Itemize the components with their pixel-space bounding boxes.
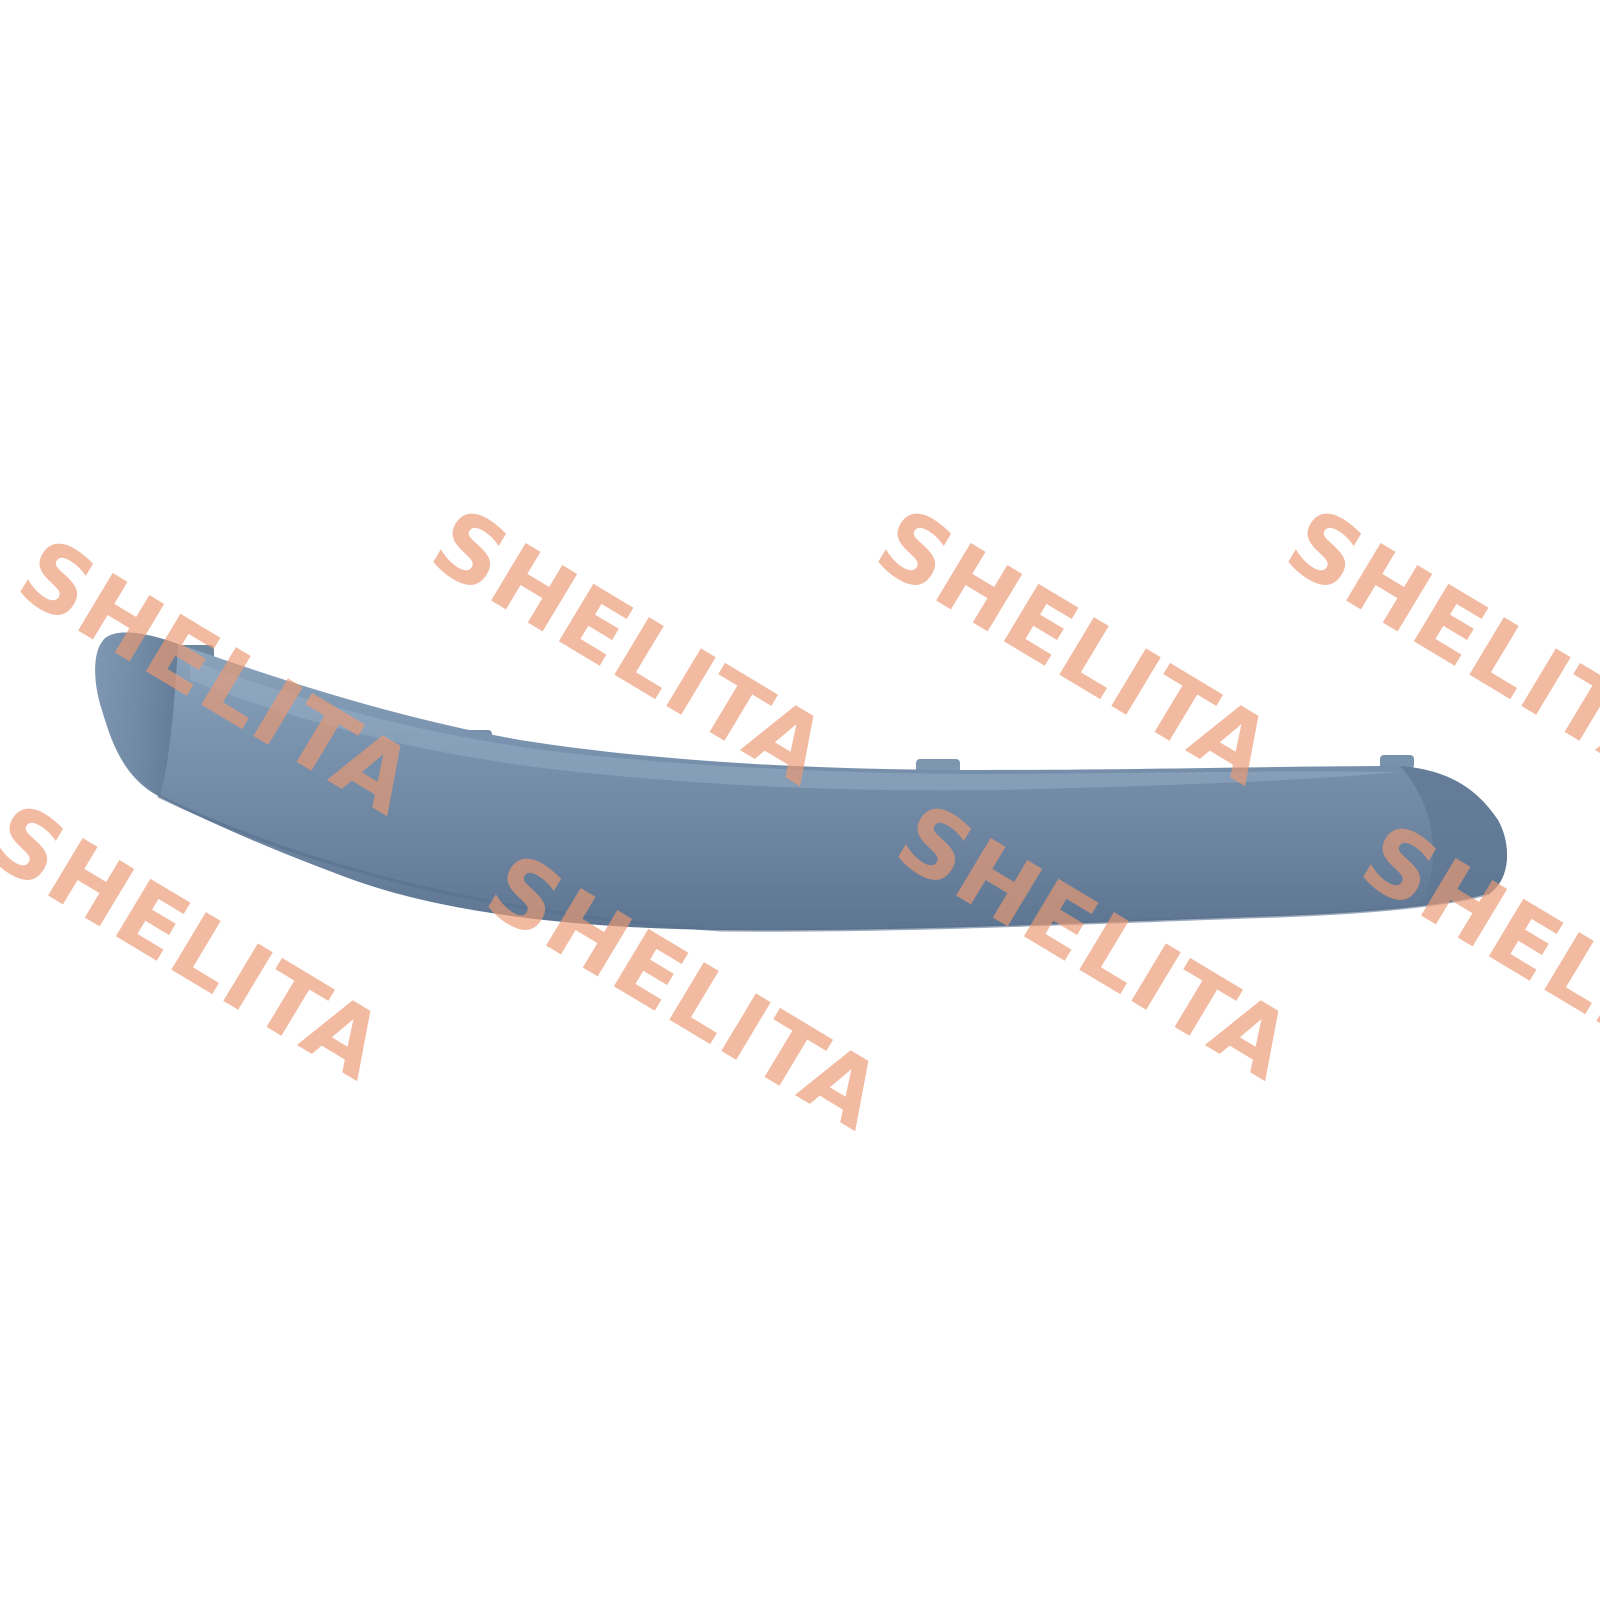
right-end-cap [1400, 766, 1508, 904]
trim-strip-body [95, 632, 1508, 931]
top-highlight [190, 660, 1400, 791]
bottom-edge [157, 794, 1491, 932]
left-end-cap [95, 632, 178, 796]
